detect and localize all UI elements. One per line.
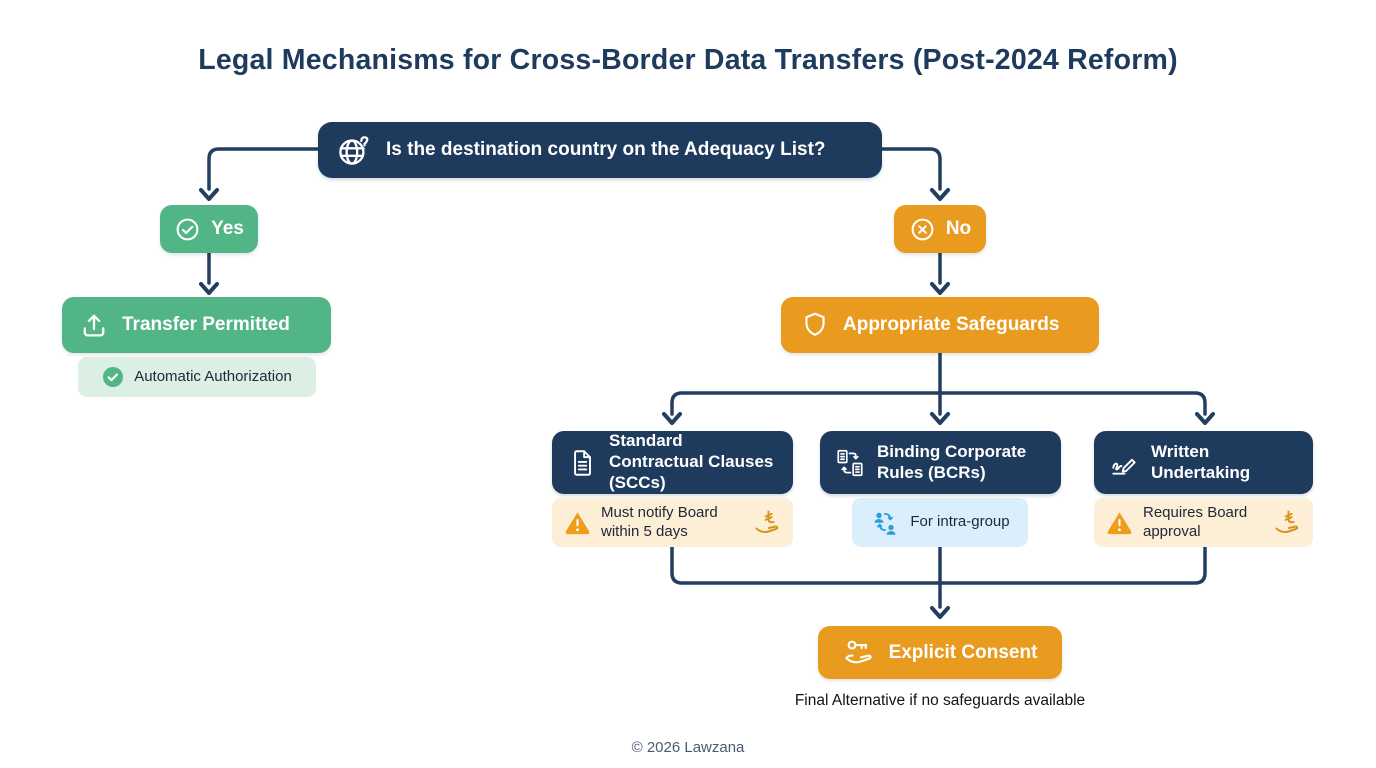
document-icon <box>566 447 598 479</box>
x-circle-icon <box>909 216 936 243</box>
globe-question-icon <box>336 132 372 168</box>
option-bcrs: Binding Corporate Rules (BCRs) <box>820 431 1061 494</box>
option-written-undertaking: Written Undertaking <box>1094 431 1313 494</box>
automatic-authorization-note: Automatic Authorization <box>78 357 316 397</box>
option-sccs: Standard Contractual Clauses (SCCs) <box>552 431 793 494</box>
sccs-note: Must notify Board within 5 days <box>552 498 793 547</box>
decision-yes: Yes <box>160 205 258 253</box>
written-undertaking-note: Requires Board approval <box>1094 498 1313 547</box>
shield-icon <box>800 310 830 340</box>
bcrs-note-label: For intra-group <box>910 513 1010 531</box>
upload-icon <box>79 310 109 340</box>
option-written-undertaking-label: Written Undertaking <box>1151 441 1251 482</box>
appropriate-safeguards-label: Appropriate Safeguards <box>843 314 1060 335</box>
buildings-exchange-icon <box>834 447 866 479</box>
option-sccs-label: Standard Contractual Clauses (SCCs) <box>609 431 774 492</box>
option-bcrs-label: Binding Corporate Rules (BCRs) <box>877 441 1027 482</box>
check-circle-icon <box>174 216 201 243</box>
transfer-permitted-node: Transfer Permitted <box>62 297 331 353</box>
hand-key-icon <box>843 636 877 670</box>
question-node: Is the destination country on the Adequa… <box>318 122 882 178</box>
transfer-permitted-label: Transfer Permitted <box>122 314 290 335</box>
sccs-note-label: Must notify Board within 5 days <box>601 504 718 540</box>
question-label: Is the destination country on the Adequa… <box>386 139 826 160</box>
copyright-footer: © 2026 Lawzana <box>631 739 745 756</box>
decision-no-label: No <box>945 218 972 239</box>
bcrs-note: For intra-group <box>852 498 1028 547</box>
check-circle-filled-icon <box>102 366 124 388</box>
appropriate-safeguards-node: Appropriate Safeguards <box>781 297 1099 353</box>
explicit-consent-label: Explicit Consent <box>888 641 1038 663</box>
warning-triangle-icon <box>564 509 591 536</box>
users-exchange-icon <box>870 508 900 538</box>
page-title: Legal Mechanisms for Cross-Border Data T… <box>198 44 1178 76</box>
explicit-consent-node: Explicit Consent <box>818 626 1062 679</box>
hand-lira-icon <box>753 509 781 537</box>
automatic-authorization-label: Automatic Authorization <box>134 367 292 385</box>
decision-yes-label: Yes <box>211 218 244 239</box>
fallback-caption: Final Alternative if no safeguards avail… <box>794 692 1086 709</box>
signature-icon <box>1108 447 1140 479</box>
hand-lira-icon <box>1273 509 1301 537</box>
decision-no: No <box>894 205 986 253</box>
warning-triangle-icon <box>1106 509 1133 536</box>
written-undertaking-note-label: Requires Board approval <box>1143 504 1248 540</box>
